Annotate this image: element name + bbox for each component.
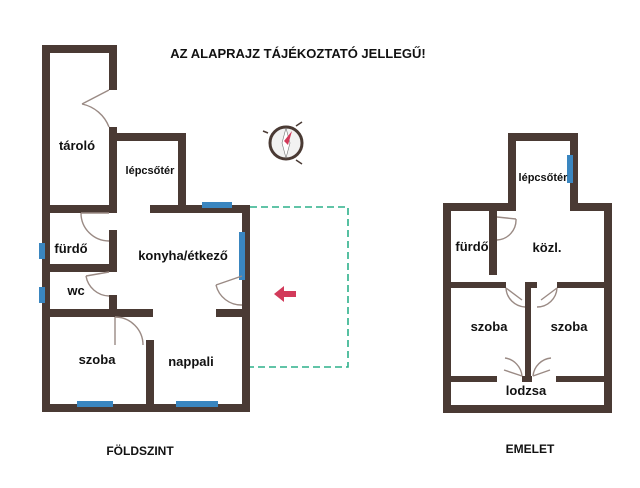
- room-label-bathroom: fürdő: [54, 241, 87, 256]
- upper-room-label-bathroom: fürdő: [455, 239, 488, 254]
- upper-floor-walls: [443, 133, 612, 413]
- ground-floor-labels: tároló lépcsőtér fürdő konyha/étkező wc …: [54, 138, 227, 369]
- room-label-bedroom: szoba: [79, 352, 117, 367]
- ground-floor-doors: [80, 89, 243, 346]
- disclaimer-title: AZ ALAPRAJZ TÁJÉKOZTATÓ JELLEGŰ!: [170, 46, 425, 61]
- compass-icon: [262, 121, 304, 165]
- upper-room-label-room-left: szoba: [471, 319, 509, 334]
- upper-room-label-hall: közl.: [533, 240, 562, 255]
- room-label-wc: wc: [66, 283, 84, 298]
- upper-room-label-room-right: szoba: [551, 319, 589, 334]
- ground-floor-walls: [42, 45, 250, 412]
- upper-floor-caption: EMELET: [506, 442, 555, 456]
- upper-room-label-loggia: lodzsa: [506, 383, 547, 398]
- upper-floor-labels: lépcsőtér fürdő közl. szoba szoba lodzsa: [455, 172, 588, 398]
- upper-room-label-stairwell: lépcsőtér: [519, 172, 569, 184]
- upper-floor-doors: [496, 216, 558, 377]
- ground-floor-windows: [39, 202, 245, 407]
- room-label-living: nappali: [168, 354, 214, 369]
- upper-floor-windows: [567, 155, 573, 183]
- room-label-storage: tároló: [59, 138, 95, 153]
- room-label-kitchen: konyha/étkező: [138, 248, 228, 263]
- room-label-stairwell: lépcsőtér: [126, 165, 176, 177]
- ground-floor-caption: FÖLDSZINT: [106, 443, 174, 458]
- terrace-outline: [250, 206, 349, 368]
- entrance-arrow-icon: [274, 286, 296, 302]
